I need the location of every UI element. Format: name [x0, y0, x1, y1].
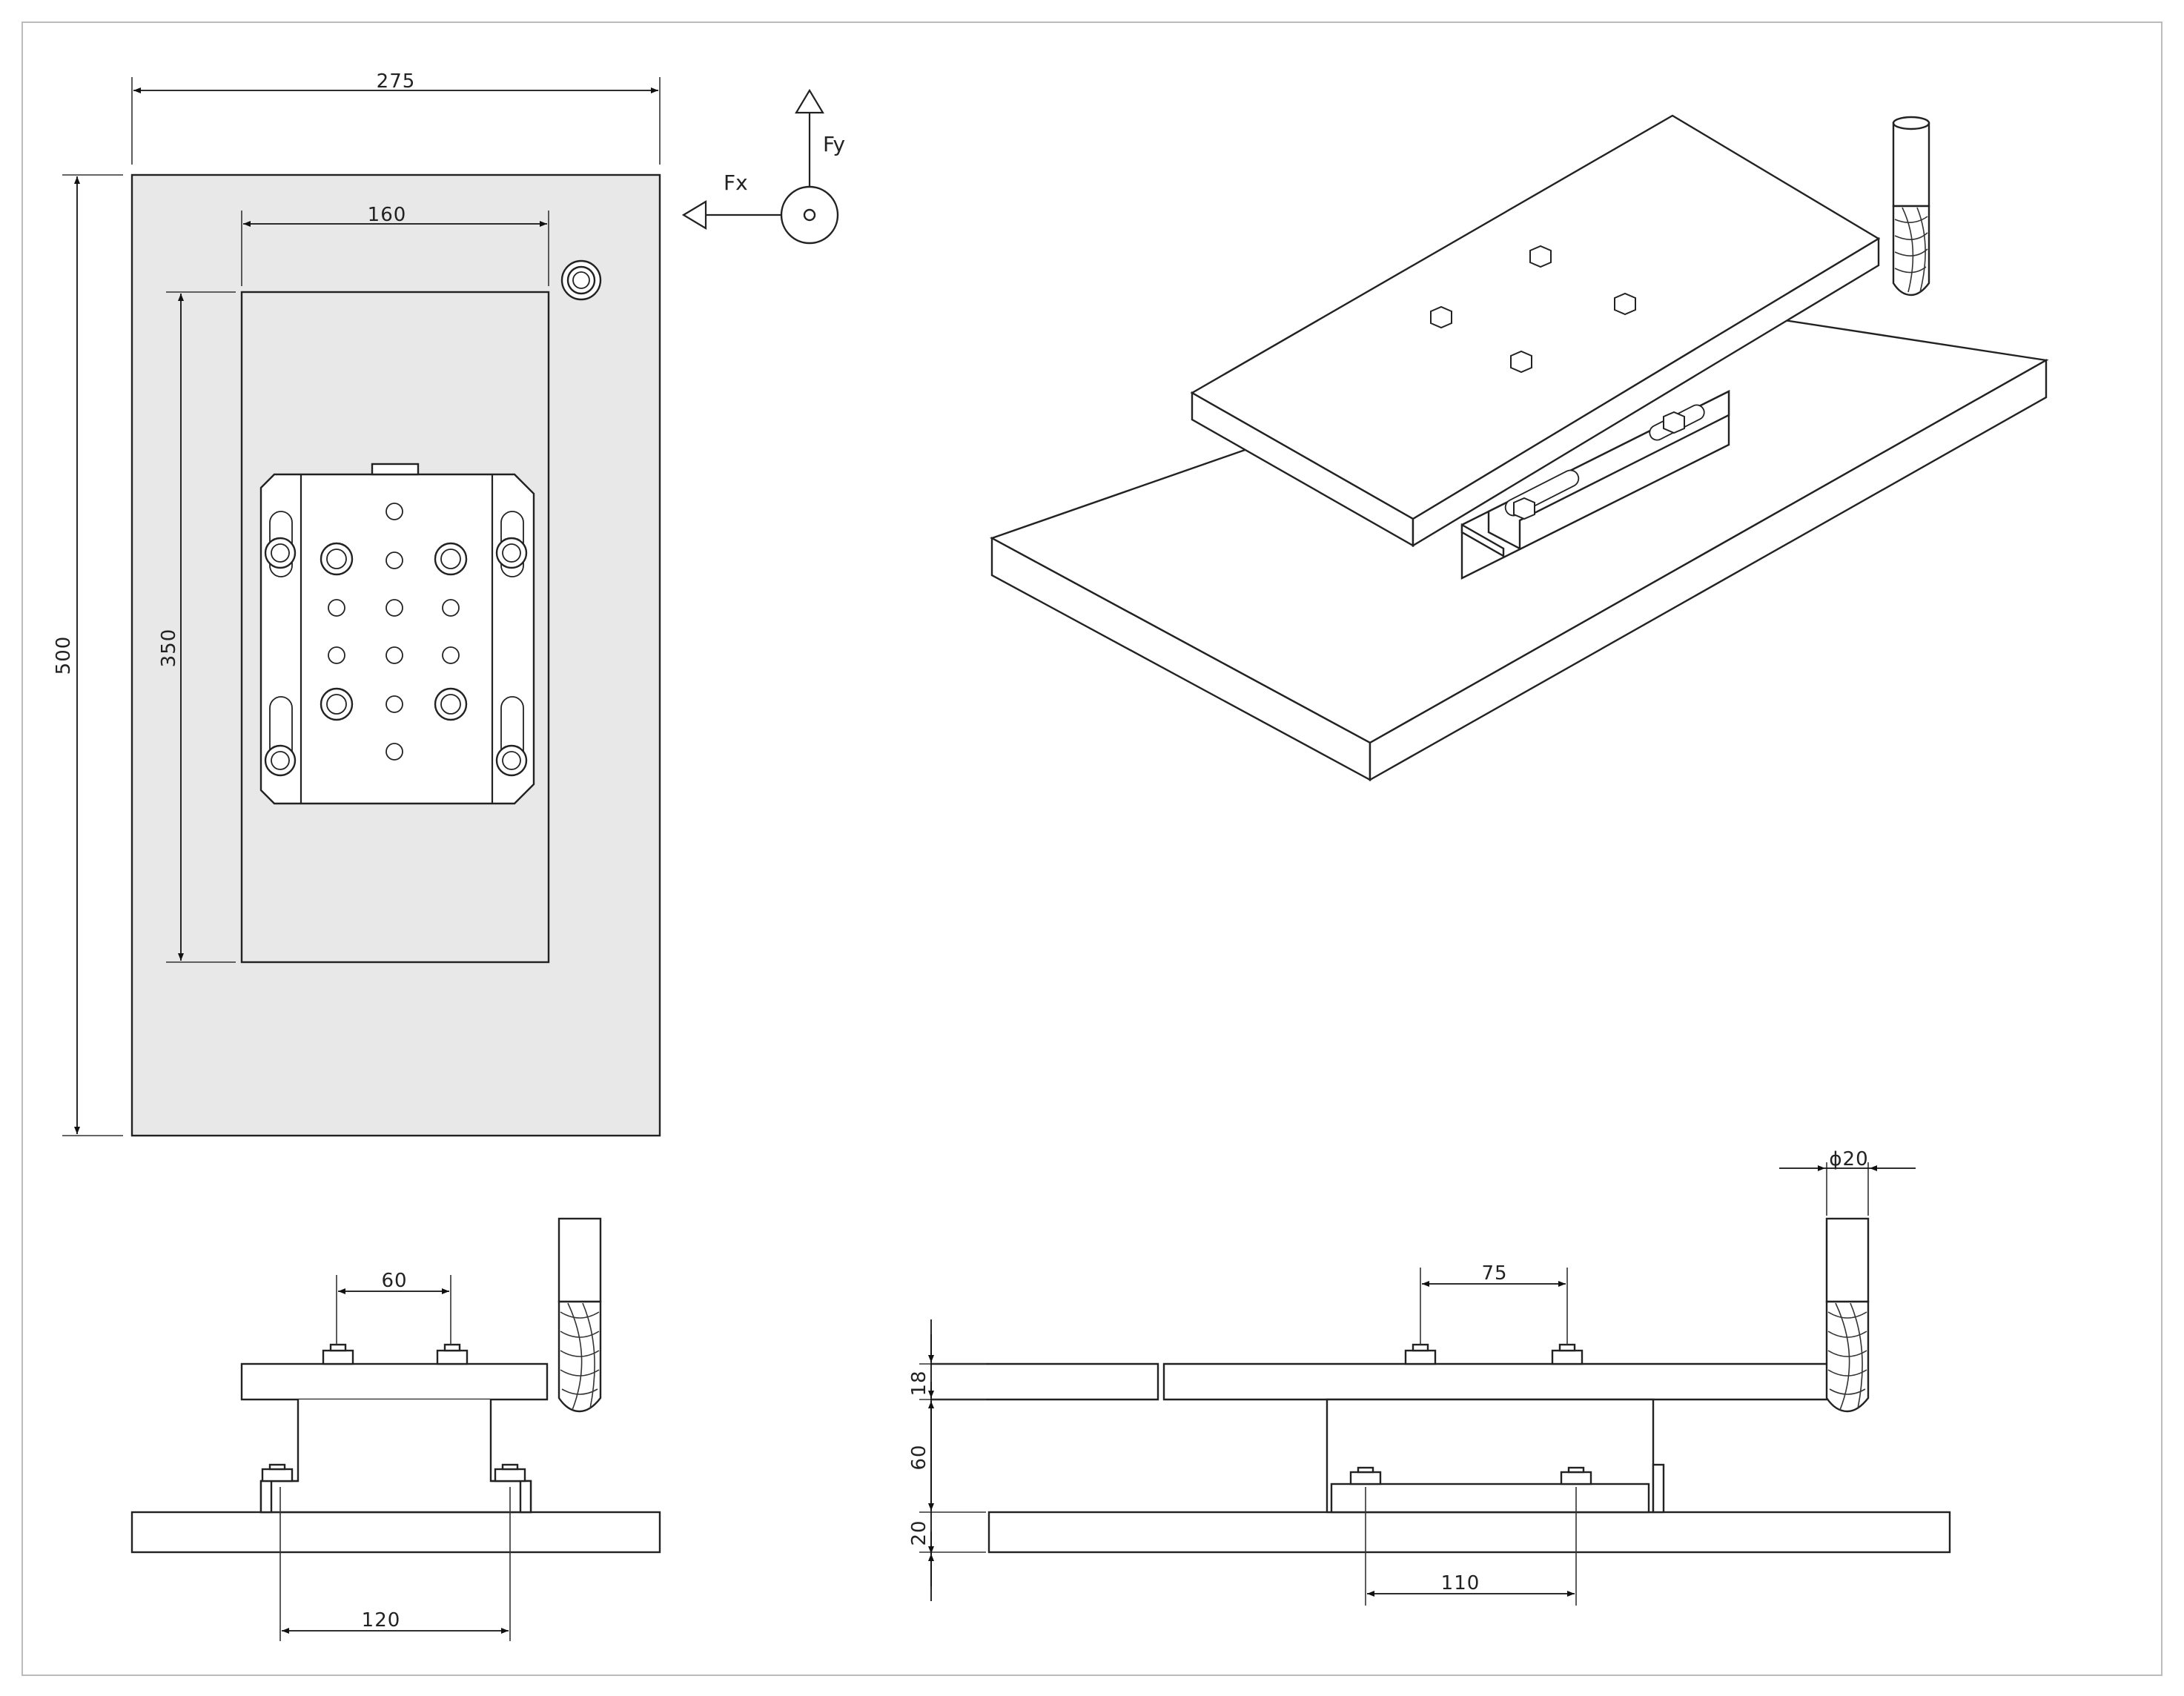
dim-text-350: 350 [158, 629, 180, 668]
side-view: ϕ20 75 110 18 60 20 [908, 1148, 1951, 1606]
dim-text-dia20: ϕ20 [1829, 1148, 1868, 1170]
dim-text-60-height: 60 [908, 1444, 930, 1470]
end-mill-iso [1892, 116, 1930, 297]
dim-text-110: 110 [1441, 1572, 1480, 1594]
isometric-view [990, 114, 2049, 782]
dim-text-120: 120 [362, 1609, 401, 1632]
base-plate-front [130, 1511, 661, 1554]
dim-text-160: 160 [368, 204, 407, 226]
base-plate-side [987, 1511, 1951, 1554]
fx-label: Fx [724, 170, 748, 195]
sheet-border [21, 21, 2163, 1676]
dim-text-60: 60 [381, 1270, 407, 1292]
dim-text-75: 75 [1481, 1262, 1507, 1285]
end-mill-front [557, 1217, 602, 1413]
end-mill-top [560, 259, 602, 301]
dim-text-18: 18 [908, 1370, 930, 1396]
fy-label: Fy [823, 132, 845, 156]
dim-text-500: 500 [53, 636, 75, 675]
dim-text-20: 20 [908, 1520, 930, 1546]
dim-text-275: 275 [377, 70, 416, 93]
end-mill-side [1825, 1217, 1870, 1413]
front-view: 60 120 [130, 1217, 661, 1641]
top-plate-front [240, 1362, 549, 1401]
fixture-block-plan [259, 463, 535, 805]
top-view: 275 500 160 350 [53, 70, 661, 1137]
force-axes-symbol: Fy Fx [681, 88, 845, 245]
